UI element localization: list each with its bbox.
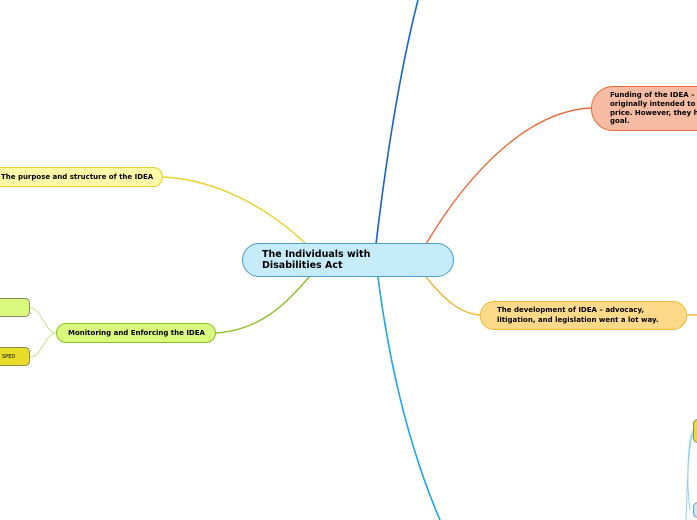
topic-monitoring-enforcing[interactable]: Monitoring and Enforcing the IDEA	[56, 323, 216, 343]
topic-development[interactable]: The development of IDEA – advocacy, liti…	[480, 301, 687, 330]
topic-monitoring-label: Monitoring and Enforcing the IDEA	[68, 329, 205, 337]
central-topic-label: The Individuals with Disabilities Act	[262, 249, 371, 271]
topic-funding[interactable]: Funding of the IDEA – originally intende…	[591, 86, 697, 131]
topic-funding-label: Funding of the IDEA – originally intende…	[610, 91, 697, 126]
subtopic-bottom-blue[interactable]	[693, 502, 697, 518]
topic-purpose-label: The purpose and structure of the IDEA	[1, 173, 154, 181]
subtopic-sped-label: SPED	[2, 353, 16, 360]
subtopic-sped[interactable]: SPED	[0, 347, 30, 366]
central-topic[interactable]: The Individuals with Disabilities Act	[242, 243, 454, 277]
topic-purpose-structure[interactable]: The purpose and structure of the IDEA	[0, 167, 163, 187]
subtopic-monitoring-1[interactable]	[0, 298, 30, 317]
topic-development-label: The development of IDEA – advocacy, liti…	[497, 306, 659, 324]
subtopic-bottom-yellow[interactable]	[693, 419, 697, 443]
